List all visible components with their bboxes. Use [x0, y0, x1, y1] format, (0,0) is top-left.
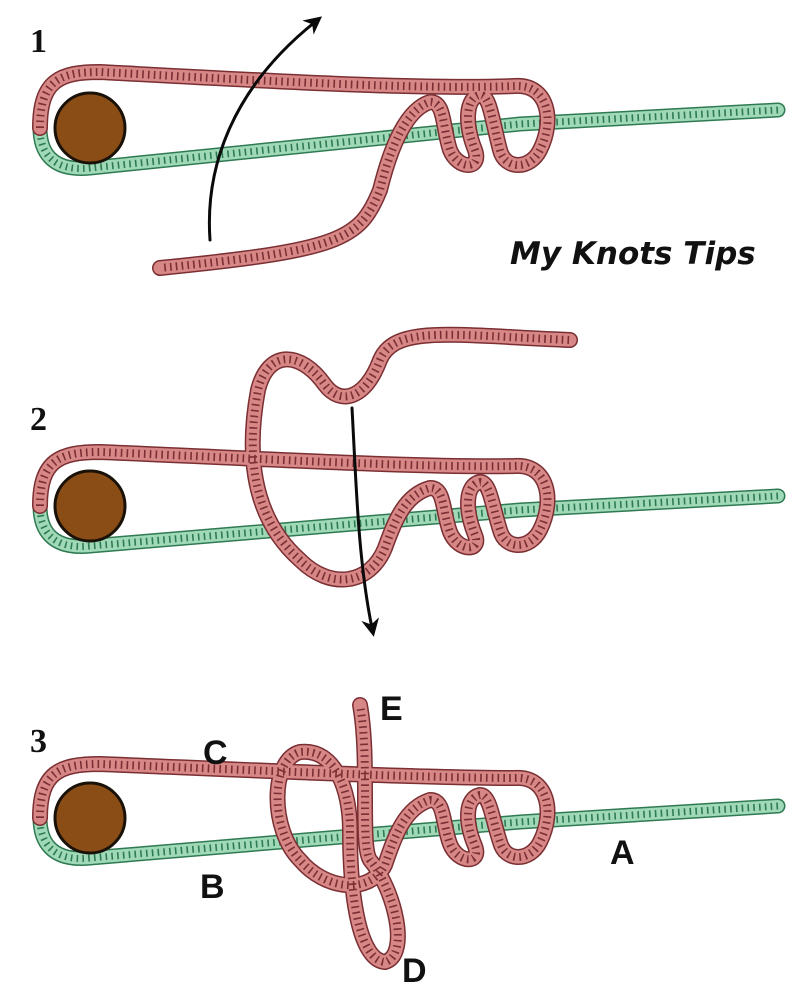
step-3-standing-line — [32, 798, 786, 866]
step-2-number: 2 — [30, 401, 47, 438]
label-e: E — [380, 690, 403, 728]
step-2-arrow — [350, 406, 380, 637]
step-1-tag-loop — [32, 64, 556, 276]
label-d: D — [402, 952, 427, 990]
label-c: C — [203, 734, 228, 772]
step-3-post — [53, 781, 127, 855]
step-1: 1 My Knots Tips — [30, 16, 786, 276]
label-b: B — [200, 868, 225, 906]
label-a: A — [610, 834, 635, 872]
step-3-number: 3 — [30, 723, 47, 760]
step-3-tag-main — [32, 697, 556, 970]
step-2-post — [53, 469, 127, 543]
step-1-number: 1 — [30, 23, 47, 60]
step-2-tag-loop — [32, 326, 578, 588]
step-2: 2 — [30, 326, 786, 637]
step-1-standing-line — [32, 102, 786, 176]
step-1-arrow — [207, 16, 323, 242]
step-3: 3 C B A E D — [30, 690, 786, 990]
step-1-post — [53, 91, 127, 165]
brand-title: My Knots Tips — [510, 236, 756, 272]
step-2-standing-line — [32, 488, 786, 554]
